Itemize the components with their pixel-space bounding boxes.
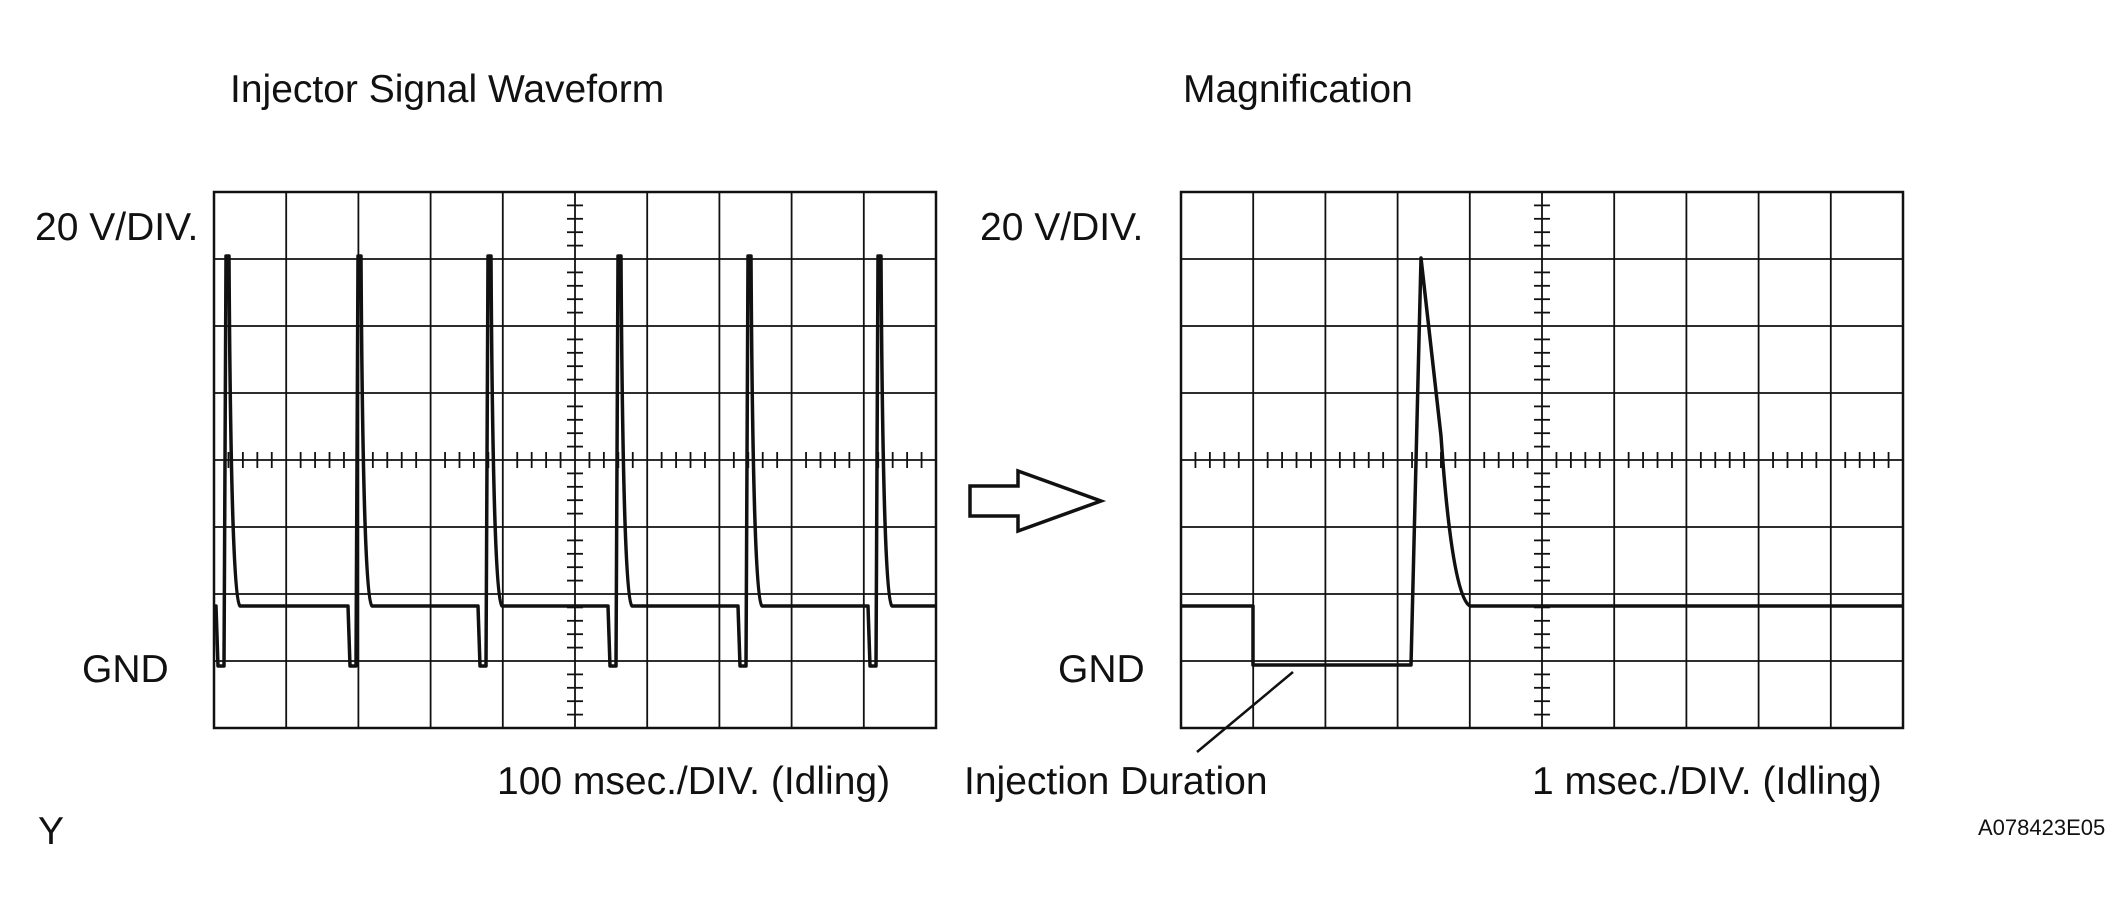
left-injector-waveform <box>214 254 936 668</box>
left-oscilloscope-screen <box>212 190 938 730</box>
right-gnd-label: GND <box>1058 648 1145 691</box>
left-frame <box>212 190 938 730</box>
left-panel-title: Injector Signal Waveform <box>230 68 665 111</box>
left-volt-per-div-label: 20 V/DIV. <box>35 206 199 249</box>
right-oscilloscope-screen <box>1179 190 1905 730</box>
figure-id: A078423E05 <box>1978 815 2106 840</box>
magnification-arrow-icon <box>968 468 1107 534</box>
right-frame <box>1179 190 1905 730</box>
injection-duration-label: Injection Duration <box>964 760 1268 803</box>
right-panel-title: Magnification <box>1183 68 1413 111</box>
right-injector-waveform <box>1181 256 1903 667</box>
left-gnd-label: GND <box>82 648 169 691</box>
right-volt-per-div-label: 20 V/DIV. <box>980 206 1144 249</box>
injection-duration-leader-line <box>1196 671 1294 753</box>
left-time-per-div-label: 100 msec./DIV. (Idling) <box>497 760 891 803</box>
corner-mark: Y <box>38 810 65 853</box>
right-time-per-div-label: 1 msec./DIV. (Idling) <box>1532 760 1882 803</box>
